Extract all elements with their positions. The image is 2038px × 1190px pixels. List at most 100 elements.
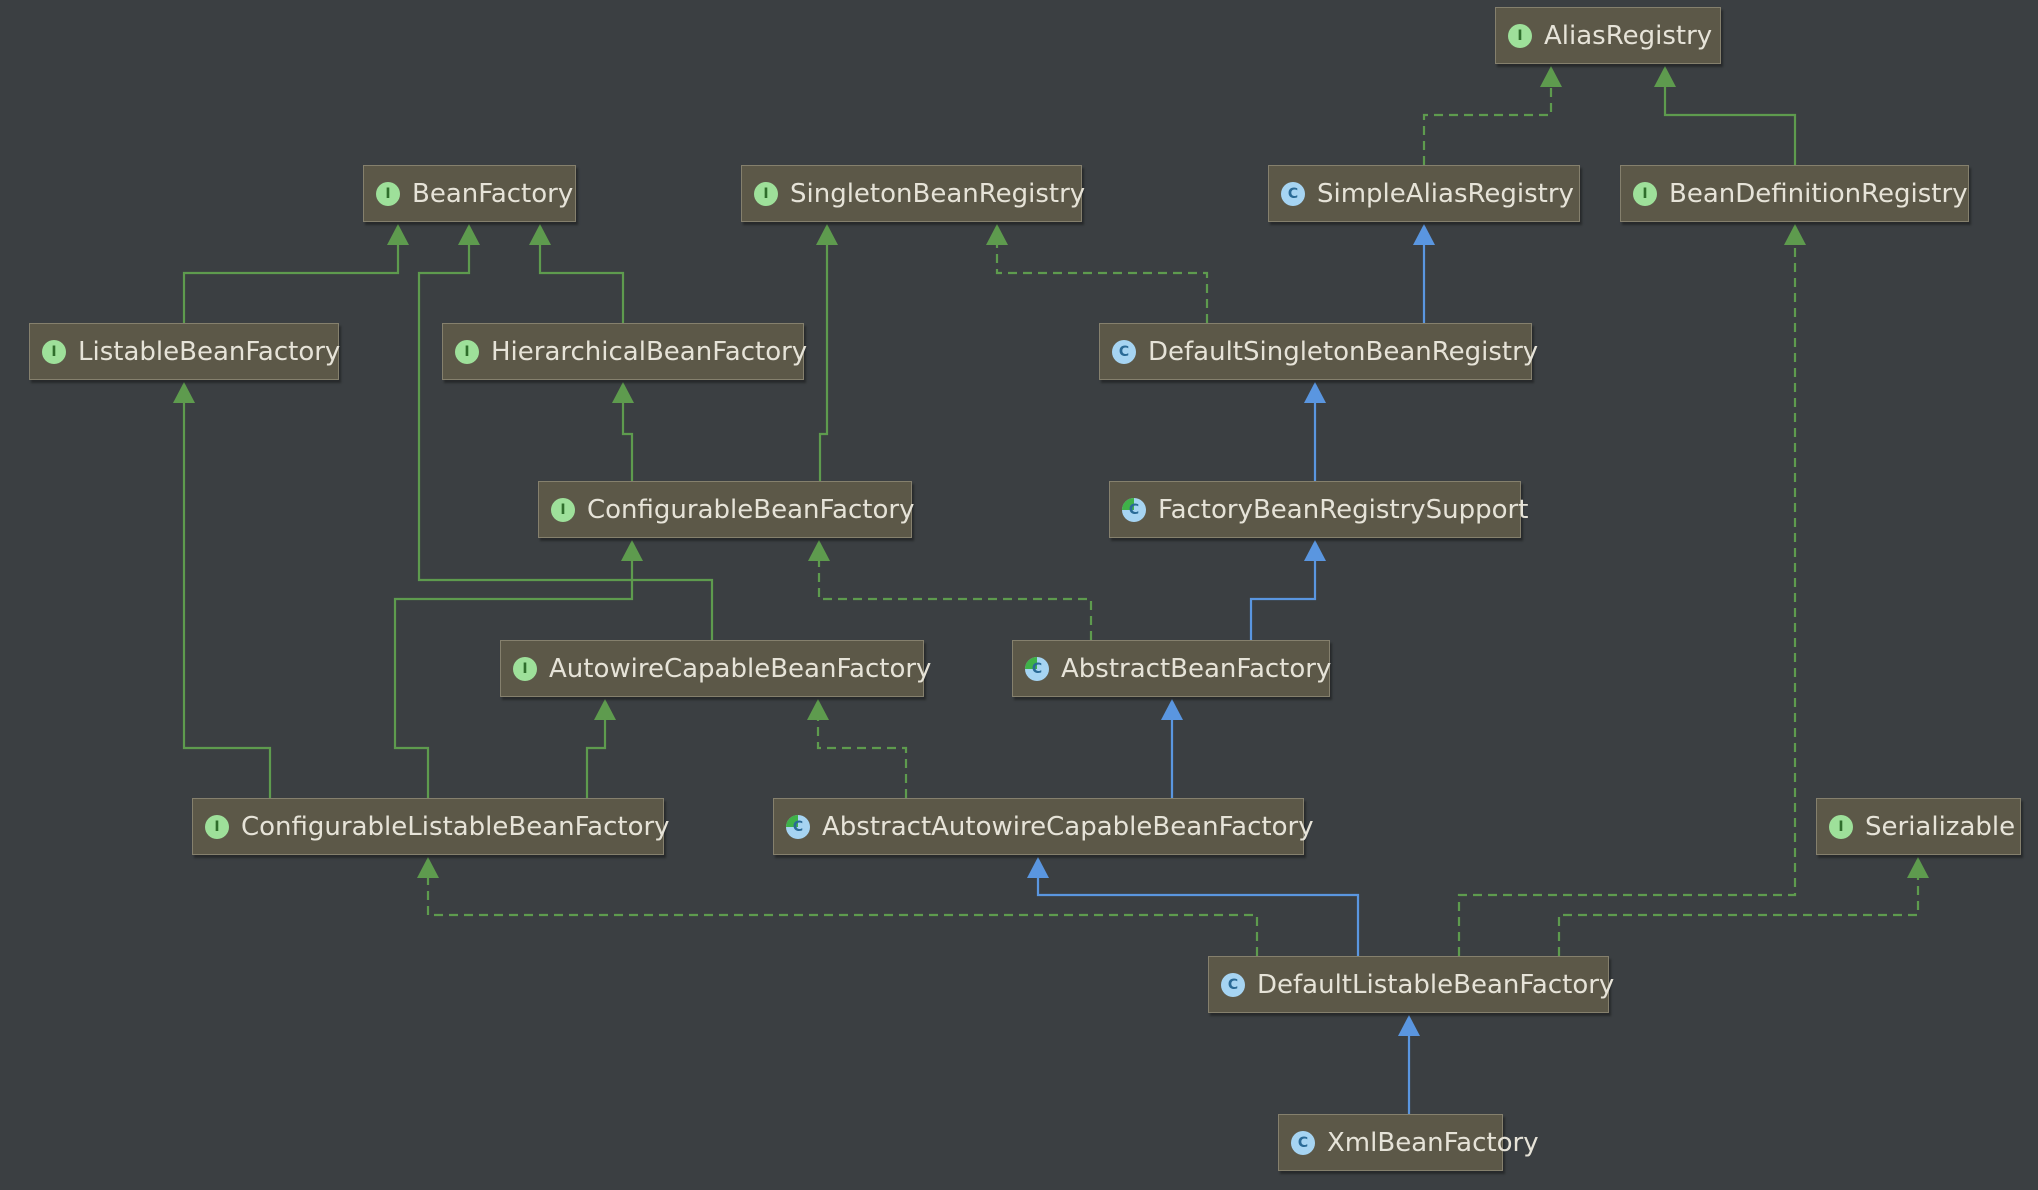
edge-line: [1663, 84, 1797, 165]
badge-letter: I: [1517, 27, 1523, 44]
edge-ConfigurableListableBeanFactory-to-ListableBeanFactory: [173, 382, 272, 798]
edge-arrowhead: [1398, 1015, 1420, 1036]
edge-arrowhead: [1540, 66, 1562, 87]
badge-letter: I: [1642, 185, 1648, 202]
node-DefaultListableBeanFactory[interactable]: C DefaultListableBeanFactory: [1208, 956, 1614, 1013]
abstract-class-icon: C: [1025, 656, 1049, 681]
edge-arrowhead: [1304, 382, 1326, 403]
edge-line: [1457, 242, 1797, 956]
edge-arrowhead: [612, 382, 634, 403]
edge-line: [1036, 875, 1360, 956]
edge-FactoryBeanRegistrySupport-to-DefaultSingletonBeanRegistry: [1304, 382, 1326, 481]
interface-icon: I: [513, 656, 537, 681]
edge-line: [393, 558, 634, 798]
interface-icon: I: [205, 814, 229, 839]
edge-AbstractAutowireCapableBeanFactory-to-AutowireCapableBeanFactory: [807, 699, 908, 798]
badge-letter: C: [1227, 976, 1239, 993]
class-icon: C: [1281, 181, 1305, 206]
edge-ConfigurableBeanFactory-to-SingletonBeanRegistry: [816, 224, 838, 481]
node-label: HierarchicalBeanFactory: [491, 336, 808, 367]
edge-BeanDefinitionRegistry-to-AliasRegistry: [1654, 66, 1797, 165]
interface-icon: I: [42, 339, 66, 364]
badge-letter: I: [560, 501, 566, 518]
edge-XmlBeanFactory-to-DefaultListableBeanFactory: [1398, 1015, 1420, 1114]
edge-AbstractBeanFactory-to-FactoryBeanRegistrySupport: [1249, 540, 1326, 640]
class-icon: C: [1291, 1130, 1315, 1155]
edge-arrowhead: [1304, 540, 1326, 561]
node-ConfigurableBeanFactory[interactable]: I ConfigurableBeanFactory: [538, 481, 915, 538]
node-AbstractAutowireCapableBeanFactory[interactable]: C AbstractAutowireCapableBeanFactory: [773, 798, 1314, 855]
badge-letter: I: [464, 343, 470, 360]
abstract-class-icon: C: [786, 814, 810, 839]
node-HierarchicalBeanFactory[interactable]: I HierarchicalBeanFactory: [442, 323, 808, 380]
node-label: SimpleAliasRegistry: [1317, 178, 1574, 209]
node-SimpleAliasRegistry[interactable]: C SimpleAliasRegistry: [1268, 165, 1580, 222]
node-label: ConfigurableListableBeanFactory: [241, 811, 670, 842]
badge-letter: C: [1118, 343, 1130, 360]
edge-arrowhead: [458, 224, 480, 245]
node-label: AliasRegistry: [1544, 20, 1713, 51]
edge-DefaultListableBeanFactory-to-BeanDefinitionRegistry: [1457, 224, 1806, 956]
node-label: AbstractAutowireCapableBeanFactory: [822, 811, 1314, 842]
interface-icon: I: [754, 181, 778, 206]
edge-arrowhead: [1654, 66, 1676, 87]
node-label: DefaultListableBeanFactory: [1257, 969, 1615, 1000]
node-AbstractBeanFactory[interactable]: C AbstractBeanFactory: [1012, 640, 1332, 697]
edge-line: [538, 242, 625, 323]
node-label: DefaultSingletonBeanRegistry: [1148, 336, 1539, 367]
node-AutowireCapableBeanFactory[interactable]: I AutowireCapableBeanFactory: [500, 640, 931, 697]
node-label: AutowireCapableBeanFactory: [549, 653, 932, 684]
node-label: ConfigurableBeanFactory: [587, 494, 915, 525]
edge-ConfigurableListableBeanFactory-to-AutowireCapableBeanFactory: [585, 699, 616, 798]
abstract-class-icon: C: [1122, 497, 1146, 522]
edge-arrowhead: [594, 699, 616, 720]
node-DefaultSingletonBeanRegistry[interactable]: C DefaultSingletonBeanRegistry: [1099, 323, 1538, 380]
node-AliasRegistry[interactable]: I AliasRegistry: [1495, 7, 1721, 64]
edge-DefaultSingletonBeanRegistry-to-SingletonBeanRegistry: [986, 224, 1209, 323]
edge-arrowhead: [387, 224, 409, 245]
edge-arrowhead: [1413, 224, 1435, 245]
edge-line: [817, 558, 1093, 640]
node-label: ListableBeanFactory: [78, 336, 341, 367]
edge-DefaultListableBeanFactory-to-AbstractAutowireCapableBeanFactory: [1027, 857, 1360, 956]
node-label: SingletonBeanRegistry: [790, 178, 1086, 209]
edge-arrowhead: [529, 224, 551, 245]
edge-arrowhead: [816, 224, 838, 245]
edge-line: [1422, 84, 1553, 165]
badge-letter: I: [51, 343, 57, 360]
edge-arrowhead: [1027, 857, 1049, 878]
edge-line: [621, 400, 634, 481]
edge-arrowhead: [986, 224, 1008, 245]
edge-arrowhead: [1784, 224, 1806, 245]
edge-line: [816, 717, 908, 798]
node-label: AbstractBeanFactory: [1061, 653, 1332, 684]
edge-DefaultListableBeanFactory-to-Serializable: [1557, 857, 1929, 956]
edge-line: [1557, 875, 1920, 956]
badge-letter: I: [214, 818, 220, 835]
edge-ListableBeanFactory-to-BeanFactory: [182, 224, 409, 323]
node-ConfigurableListableBeanFactory[interactable]: I ConfigurableListableBeanFactory: [192, 798, 670, 855]
badge-letter: I: [1838, 818, 1844, 835]
interface-icon: I: [455, 339, 479, 364]
edge-SimpleAliasRegistry-to-AliasRegistry: [1422, 66, 1562, 165]
edge-AbstractBeanFactory-to-ConfigurableBeanFactory: [808, 540, 1093, 640]
interface-icon: I: [376, 181, 400, 206]
badge-letter: C: [1128, 501, 1140, 518]
edge-DefaultSingletonBeanRegistry-to-SimpleAliasRegistry: [1413, 224, 1435, 323]
edge-arrowhead: [417, 857, 439, 878]
node-SingletonBeanRegistry[interactable]: I SingletonBeanRegistry: [741, 165, 1086, 222]
edge-line: [585, 717, 607, 798]
edge-arrowhead: [1907, 857, 1929, 878]
badge-letter: C: [792, 818, 804, 835]
edge-arrowhead: [807, 699, 829, 720]
node-ListableBeanFactory[interactable]: I ListableBeanFactory: [29, 323, 341, 380]
edge-ConfigurableListableBeanFactory-to-ConfigurableBeanFactory: [393, 540, 643, 798]
badge-letter: C: [1287, 185, 1299, 202]
interface-icon: I: [551, 497, 575, 522]
